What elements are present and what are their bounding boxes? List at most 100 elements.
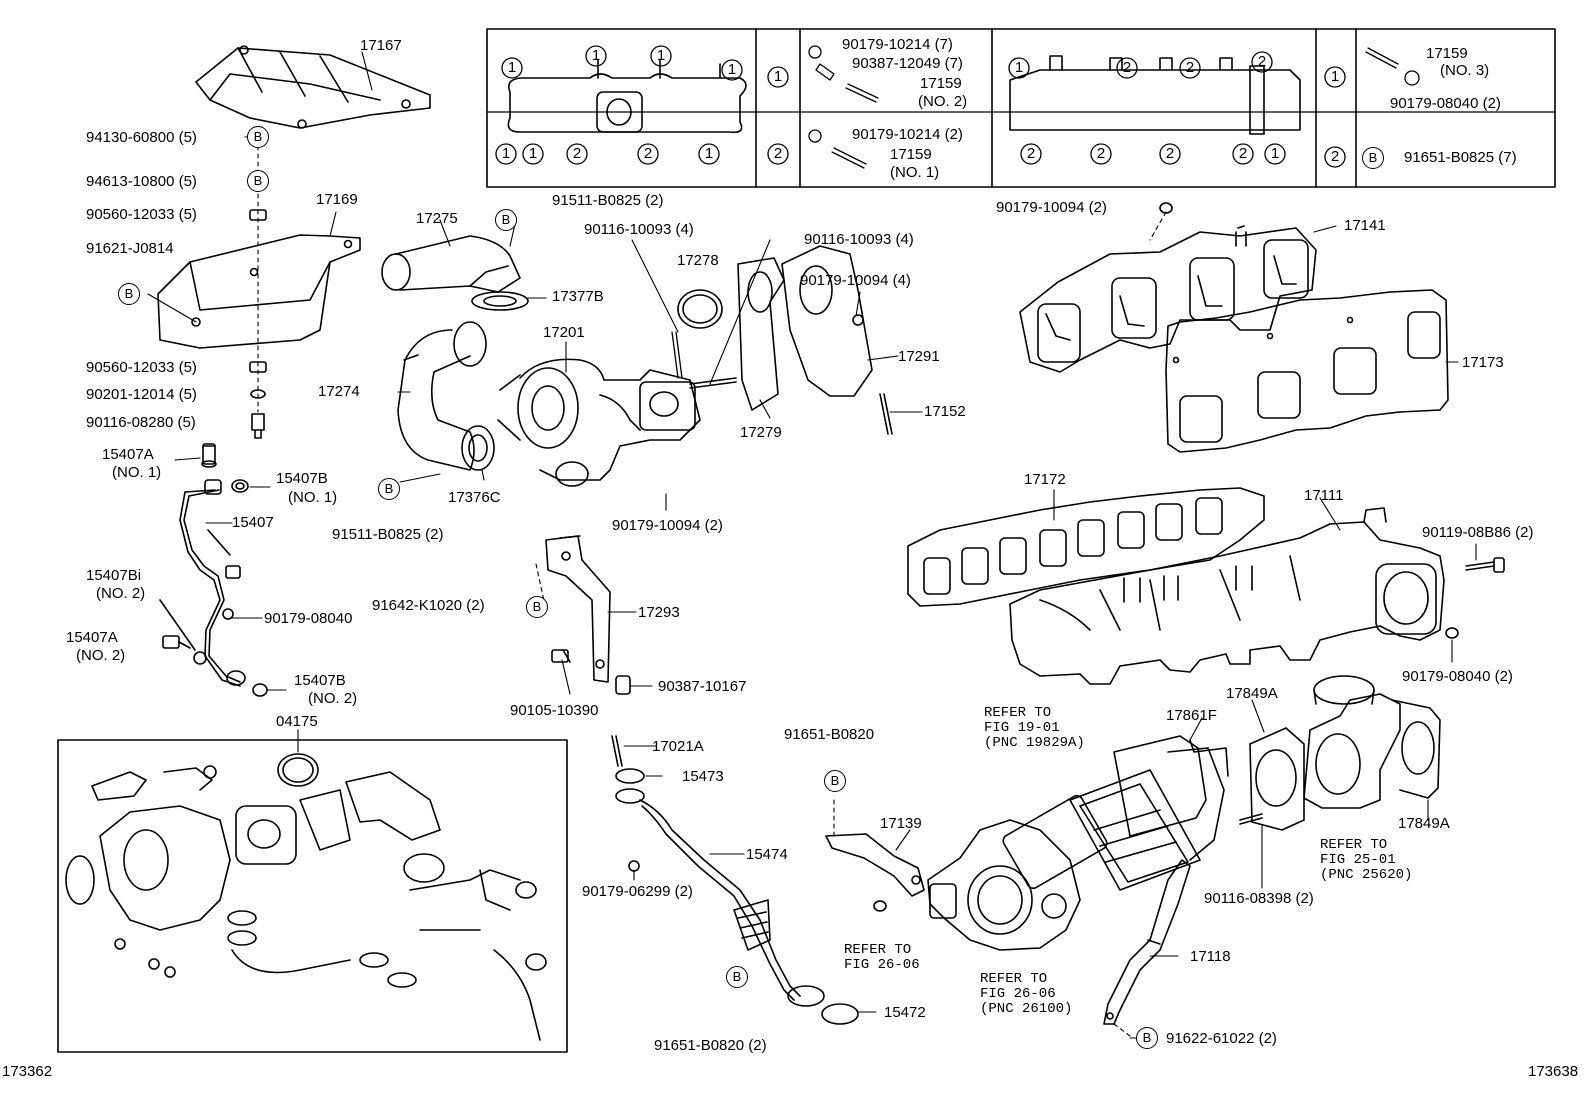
label-94613-10800: 94613-10800 (5) <box>86 173 197 190</box>
label-90179-08040-a: 90179-08040 <box>264 610 353 627</box>
gasket-ring-inner <box>682 294 718 324</box>
throttle-body <box>927 794 1108 951</box>
label-15407Bi: 15407Bi <box>86 567 142 584</box>
label-17111: 17111 <box>1304 487 1344 504</box>
gasket-ring-17278 <box>677 289 723 329</box>
exhaust-elbow-17291 <box>737 245 873 411</box>
label-15407Bi-no: (NO. 2) <box>96 585 146 602</box>
label-15407: 15407 <box>232 514 274 531</box>
label-90116-10093-a: 90116-10093 (4) <box>584 221 694 238</box>
table-label: 17159 <box>920 75 962 92</box>
label-90179-10094-c: 90179-10094 (2) <box>996 199 1107 216</box>
table-label: 91651-B0825 (7) <box>1404 149 1517 166</box>
callout-b: B <box>495 209 517 231</box>
label-17152: 17152 <box>924 403 966 420</box>
label-90105-10390: 90105-10390 <box>510 702 599 719</box>
table-label: (NO. 1) <box>890 164 940 181</box>
label-17376C: 17376C <box>448 489 501 506</box>
table-num: 1 <box>727 61 737 78</box>
label-91651-B0820-b: 91651-B0820 (2) <box>654 1037 767 1054</box>
label-15473: 15473 <box>682 768 724 785</box>
label-15407A-1-no: (NO. 1) <box>112 464 162 481</box>
egr-cooler <box>1069 735 1229 891</box>
table-label: (NO. 2) <box>918 93 968 110</box>
bracket-17293 <box>535 535 611 683</box>
bracket-17139 <box>825 799 925 912</box>
table-num: 2 <box>572 145 582 162</box>
callout-b: B <box>1136 1027 1158 1049</box>
label-90179-08040-b: 90179-08040 (2) <box>1402 668 1513 685</box>
label-91642-K1020: 91642-K1020 (2) <box>372 597 485 614</box>
label-17274: 17274 <box>318 383 360 400</box>
label-90116-08280: 90116-08280 (5) <box>86 414 196 431</box>
table-num: 1 <box>528 145 538 162</box>
table-num: 2 <box>643 145 653 162</box>
reference-table-frame <box>486 28 1556 188</box>
callout-b: B <box>378 478 400 500</box>
table-num: 1 <box>773 68 783 85</box>
label-91622-61022: 91622-61022 (2) <box>1166 1030 1277 1047</box>
label-17118: 17118 <box>1190 948 1231 965</box>
air-pipe-17275 <box>381 235 529 311</box>
table-num: 2 <box>773 145 783 162</box>
label-91621-J0814: 91621-J0814 <box>86 240 174 257</box>
label-90119-08B86: 90119-08B86 (2) <box>1422 524 1534 541</box>
refer-note-25-01: REFER TO FIG 25-01 (PNC 25620) <box>1320 837 1413 883</box>
label-91511-B0825-a: 91511-B0825 (2) <box>552 192 664 209</box>
table-label: (NO. 3) <box>1440 62 1490 79</box>
heat-insulator-17169 <box>157 234 361 349</box>
table-label: 17159 <box>890 146 932 163</box>
label-90179-10094-a: 90179-10094 (4) <box>800 272 911 289</box>
table-label: 90179-10214 (7) <box>842 36 953 53</box>
table-label: 90179-08040 (2) <box>1390 95 1501 112</box>
label-17173: 17173 <box>1462 354 1504 371</box>
refer-note-26-06-pnc: REFER TO FIG 26-06 (PNC 26100) <box>980 971 1073 1017</box>
label-15407B-1: 15407B <box>276 470 328 487</box>
leader-lines <box>147 51 1477 1039</box>
heat-insulator-17167 <box>195 45 431 129</box>
callout-b: B <box>726 966 748 988</box>
callout-b: B <box>247 126 269 148</box>
label-91511-B0825-b: 91511-B0825 (2) <box>332 526 444 543</box>
turbocharger-17201 <box>497 358 701 487</box>
label-17849A-a: 17849A <box>1226 685 1278 702</box>
refer-note-26-06: REFER TO FIG 26-06 <box>844 942 920 973</box>
gasket-17173 <box>1165 289 1449 453</box>
label-15474: 15474 <box>746 846 788 863</box>
callout-b: B <box>118 283 140 305</box>
callout-b: B <box>526 596 548 618</box>
table-num: 2 <box>1185 59 1195 76</box>
label-17169: 17169 <box>316 191 358 208</box>
table-num: 2 <box>1257 53 1267 70</box>
label-90560-12033-b: 90560-12033 (5) <box>86 359 197 376</box>
label-15407A-2-no: (NO. 2) <box>76 647 126 664</box>
table-num: 1 <box>1270 145 1280 162</box>
label-17201: 17201 <box>543 324 585 341</box>
intake-manifold-17111 <box>1009 507 1505 685</box>
table-num: 2 <box>1165 145 1175 162</box>
table-num: 2 <box>1122 59 1132 76</box>
table-label: 17159 <box>1426 45 1468 62</box>
label-17849A-b: 17849A <box>1398 815 1450 832</box>
label-17141: 17141 <box>1344 217 1386 234</box>
diagram-id-left: 173362 <box>2 1063 53 1080</box>
table-label: 90387-12049 (7) <box>852 55 963 72</box>
label-15407B-1-no: (NO. 1) <box>288 489 338 506</box>
table-num: 2 <box>1026 145 1036 162</box>
label-17293: 17293 <box>638 604 680 621</box>
label-90560-12033-a: 90560-12033 (5) <box>86 206 197 223</box>
exhaust-manifold-17141 <box>1019 202 1317 373</box>
label-90116-10093-b: 90116-10093 (4) <box>804 231 914 248</box>
oil-pipe-15407 <box>159 443 268 697</box>
table-num: 2 <box>1330 148 1340 165</box>
label-17172: 17172 <box>1024 471 1066 488</box>
table-num: 1 <box>1014 59 1024 76</box>
label-17861F: 17861F <box>1166 707 1217 724</box>
label-17021A: 17021A <box>652 738 704 755</box>
label-17278: 17278 <box>677 252 719 269</box>
label-90179-10094-b: 90179-10094 (2) <box>612 517 723 534</box>
inlet-pipe-17274 <box>397 321 495 471</box>
label-90116-08398: 90116-08398 (2) <box>1204 890 1314 907</box>
label-15407B-2-no: (NO. 2) <box>308 690 358 707</box>
